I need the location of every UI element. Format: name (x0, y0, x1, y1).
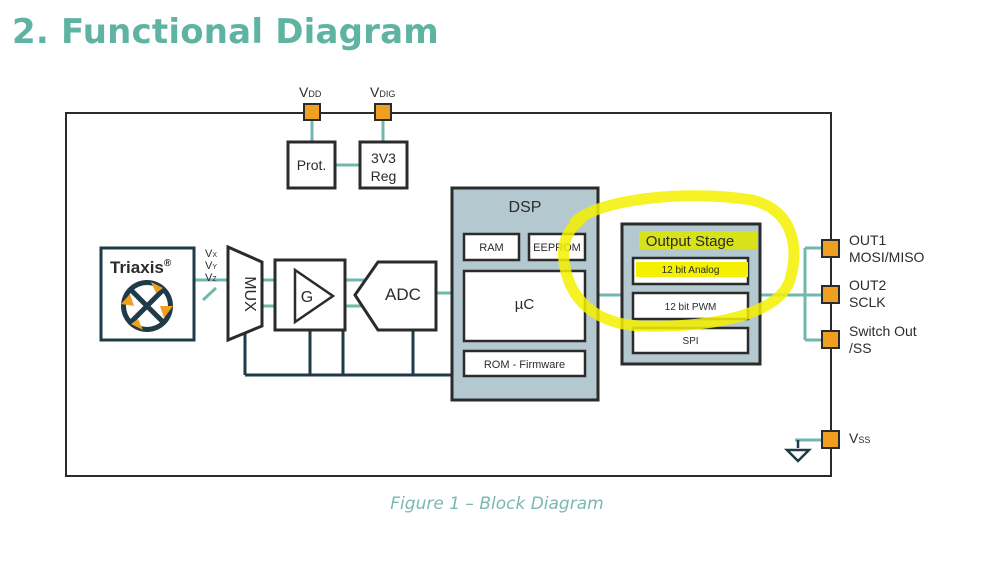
eeprom-block (527, 232, 587, 262)
pin-vss-label: VSS (849, 430, 870, 446)
adc-block (353, 260, 438, 332)
pin-switch-out (821, 330, 840, 349)
rom-block (462, 349, 587, 378)
pin-vdd (303, 103, 321, 121)
mux-block (226, 244, 264, 343)
regulator-label-line1: 3V3 (371, 150, 396, 166)
pin-vss (821, 430, 840, 449)
rom-label: ROM - Firmware (484, 359, 565, 371)
pin-out2-label-line2: SCLK (849, 294, 886, 310)
highlight-scribble (558, 190, 800, 332)
prot-label: Prot. (297, 157, 327, 173)
output-stage-label: Output Stage (646, 233, 734, 250)
pin-out1 (821, 239, 840, 258)
output-stage-highlight (639, 231, 757, 249)
mux-label: MUX (241, 276, 258, 312)
gain-label: G (301, 289, 313, 306)
bus-wires (243, 326, 452, 377)
adc-label: ADC (385, 285, 421, 304)
triaxis-logo-icon (121, 280, 173, 332)
microcontroller-label: µC (515, 296, 535, 313)
pin-out2-label-line1: OUT2 (849, 277, 887, 293)
prot-block (286, 140, 337, 190)
amplifier-icon (293, 267, 336, 325)
ram-block (462, 232, 521, 262)
axis-label-z: VZ (205, 272, 217, 284)
pin-out1-label-line2: MOSI/MISO (849, 249, 925, 265)
eeprom-label: EEPROM (533, 242, 581, 254)
pin-switch-label-line2: /SS (849, 340, 872, 356)
pin-vdig (374, 103, 392, 121)
figure-caption: Figure 1 – Block Diagram (390, 494, 604, 514)
axis-label-x: VX (205, 248, 217, 260)
pwm-label: 12 bit PWM (665, 302, 717, 313)
page-heading: 2. Functional Diagram (12, 12, 439, 52)
dsp-label: DSP (509, 199, 542, 216)
label-vdd: VDD (299, 84, 322, 100)
analog-label: 12 bit Analog (662, 265, 720, 276)
analog-highlight (636, 262, 748, 277)
label-vdig: VDIG (370, 84, 395, 100)
axis-label-y: VY (205, 260, 217, 272)
regulator-block (358, 140, 409, 190)
ground-icon (783, 440, 813, 463)
pin-out1-label-line1: OUT1 (849, 232, 887, 248)
pin-out2 (821, 285, 840, 304)
pin-switch-label-line1: Switch Out (849, 323, 917, 339)
ram-label: RAM (479, 242, 503, 254)
spi-block (631, 326, 750, 355)
triaxis-label: Triaxis® (110, 258, 172, 277)
regulator-label-line2: Reg (371, 168, 397, 184)
spi-label: SPI (682, 336, 698, 347)
